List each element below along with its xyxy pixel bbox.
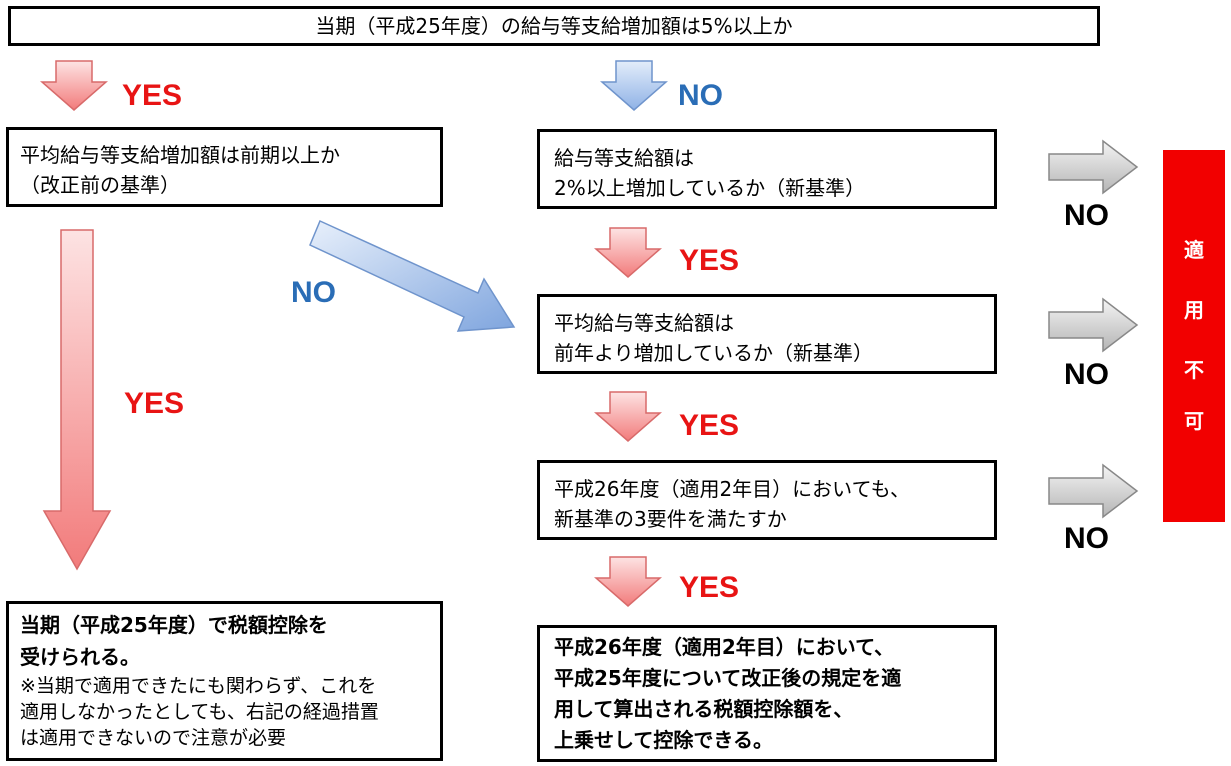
not-applicable-char-2: 用: [1184, 298, 1204, 322]
yes-label-right-2: YES: [679, 409, 740, 442]
yes-label-top-left: YES: [122, 79, 183, 112]
top-question-box: 当期（平成25年度）の給与等支給増加額は5%以上か: [8, 6, 1100, 46]
yes-arrow-icon: [594, 556, 662, 607]
result-right-box: 平成26年度（適用2年目）において、 平成25年度について改正後の規定を適 用し…: [537, 625, 997, 762]
gray-right-arrow-icon: [1048, 297, 1139, 353]
right-question-1-box: 給与等支給額は 2%以上増加しているか（新基準）: [537, 129, 997, 209]
no-label-top: NO: [678, 79, 723, 112]
right-question-3-line-2: 新基準の3要件を満たすか: [554, 507, 787, 531]
right-question-3-box: 平成26年度（適用2年目）においても、 新基準の3要件を満たすか: [537, 460, 997, 540]
diagonal-no-arrow-icon: [309, 219, 516, 332]
result-left-note-line-1: ※当期で適用できたにも関わらず、これを: [20, 675, 377, 697]
right-question-2-box: 平均給与等支給額は 前年より増加しているか（新基準）: [537, 294, 997, 374]
result-left-box: 当期（平成25年度）で税額控除を 受けられる。 ※当期で適用できたにも関わらず、…: [6, 601, 443, 761]
result-right-line-1: 平成26年度（適用2年目）において、: [554, 635, 895, 659]
right-question-1-line-2: 2%以上増加しているか（新基準）: [554, 176, 866, 200]
right-question-1-line-1: 給与等支給額は: [554, 146, 694, 170]
right-question-2-line-2: 前年より増加しているか（新基準）: [554, 341, 873, 365]
not-applicable-char-4: 可: [1184, 409, 1204, 433]
result-right-line-3: 用して算出される税額控除額を、: [554, 697, 854, 721]
no-label-right-2: NO: [1064, 358, 1109, 391]
result-left-note-line-3: は適用できないので注意が必要: [20, 727, 287, 749]
gray-right-arrow-icon: [1048, 139, 1139, 195]
result-left-note-line-2: 適用しなかったとしても、右記の経過措置: [20, 701, 379, 723]
yes-arrow-icon: [40, 60, 108, 111]
left-question-line-1: 平均給与等支給増加額は前期以上か: [20, 143, 340, 167]
left-question-box: 平均給与等支給増加額は前期以上か （改正前の基準）: [6, 127, 443, 207]
not-applicable-char-1: 適: [1184, 238, 1204, 262]
yes-arrow-icon: [594, 227, 662, 278]
no-label-diagonal: NO: [291, 276, 336, 309]
long-yes-arrow-icon: [42, 229, 112, 571]
not-applicable-char-3: 不: [1184, 358, 1204, 382]
no-arrow-icon: [600, 60, 668, 111]
right-question-2-line-1: 平均給与等支給額は: [554, 311, 734, 335]
yes-label-right-3: YES: [679, 571, 740, 604]
no-label-right-3: NO: [1064, 522, 1109, 555]
top-question-text: 当期（平成25年度）の給与等支給増加額は5%以上か: [315, 14, 793, 38]
left-question-line-2: （改正前の基準）: [20, 173, 180, 197]
gray-right-arrow-icon: [1048, 463, 1139, 519]
result-left-heading-line-2: 受けられる。: [20, 645, 140, 669]
no-label-right-1: NO: [1064, 199, 1109, 232]
not-applicable-bar: 適 用 不 可: [1163, 150, 1225, 522]
yes-label-right-1: YES: [679, 244, 740, 277]
result-right-line-2: 平成25年度について改正後の規定を適: [554, 666, 902, 690]
yes-label-left-long: YES: [124, 387, 185, 420]
result-right-line-4: 上乗せして控除できる。: [554, 728, 773, 752]
yes-arrow-icon: [594, 391, 662, 442]
right-question-3-line-1: 平成26年度（適用2年目）においても、: [554, 477, 910, 501]
result-left-heading-line-1: 当期（平成25年度）で税額控除を: [20, 613, 328, 637]
